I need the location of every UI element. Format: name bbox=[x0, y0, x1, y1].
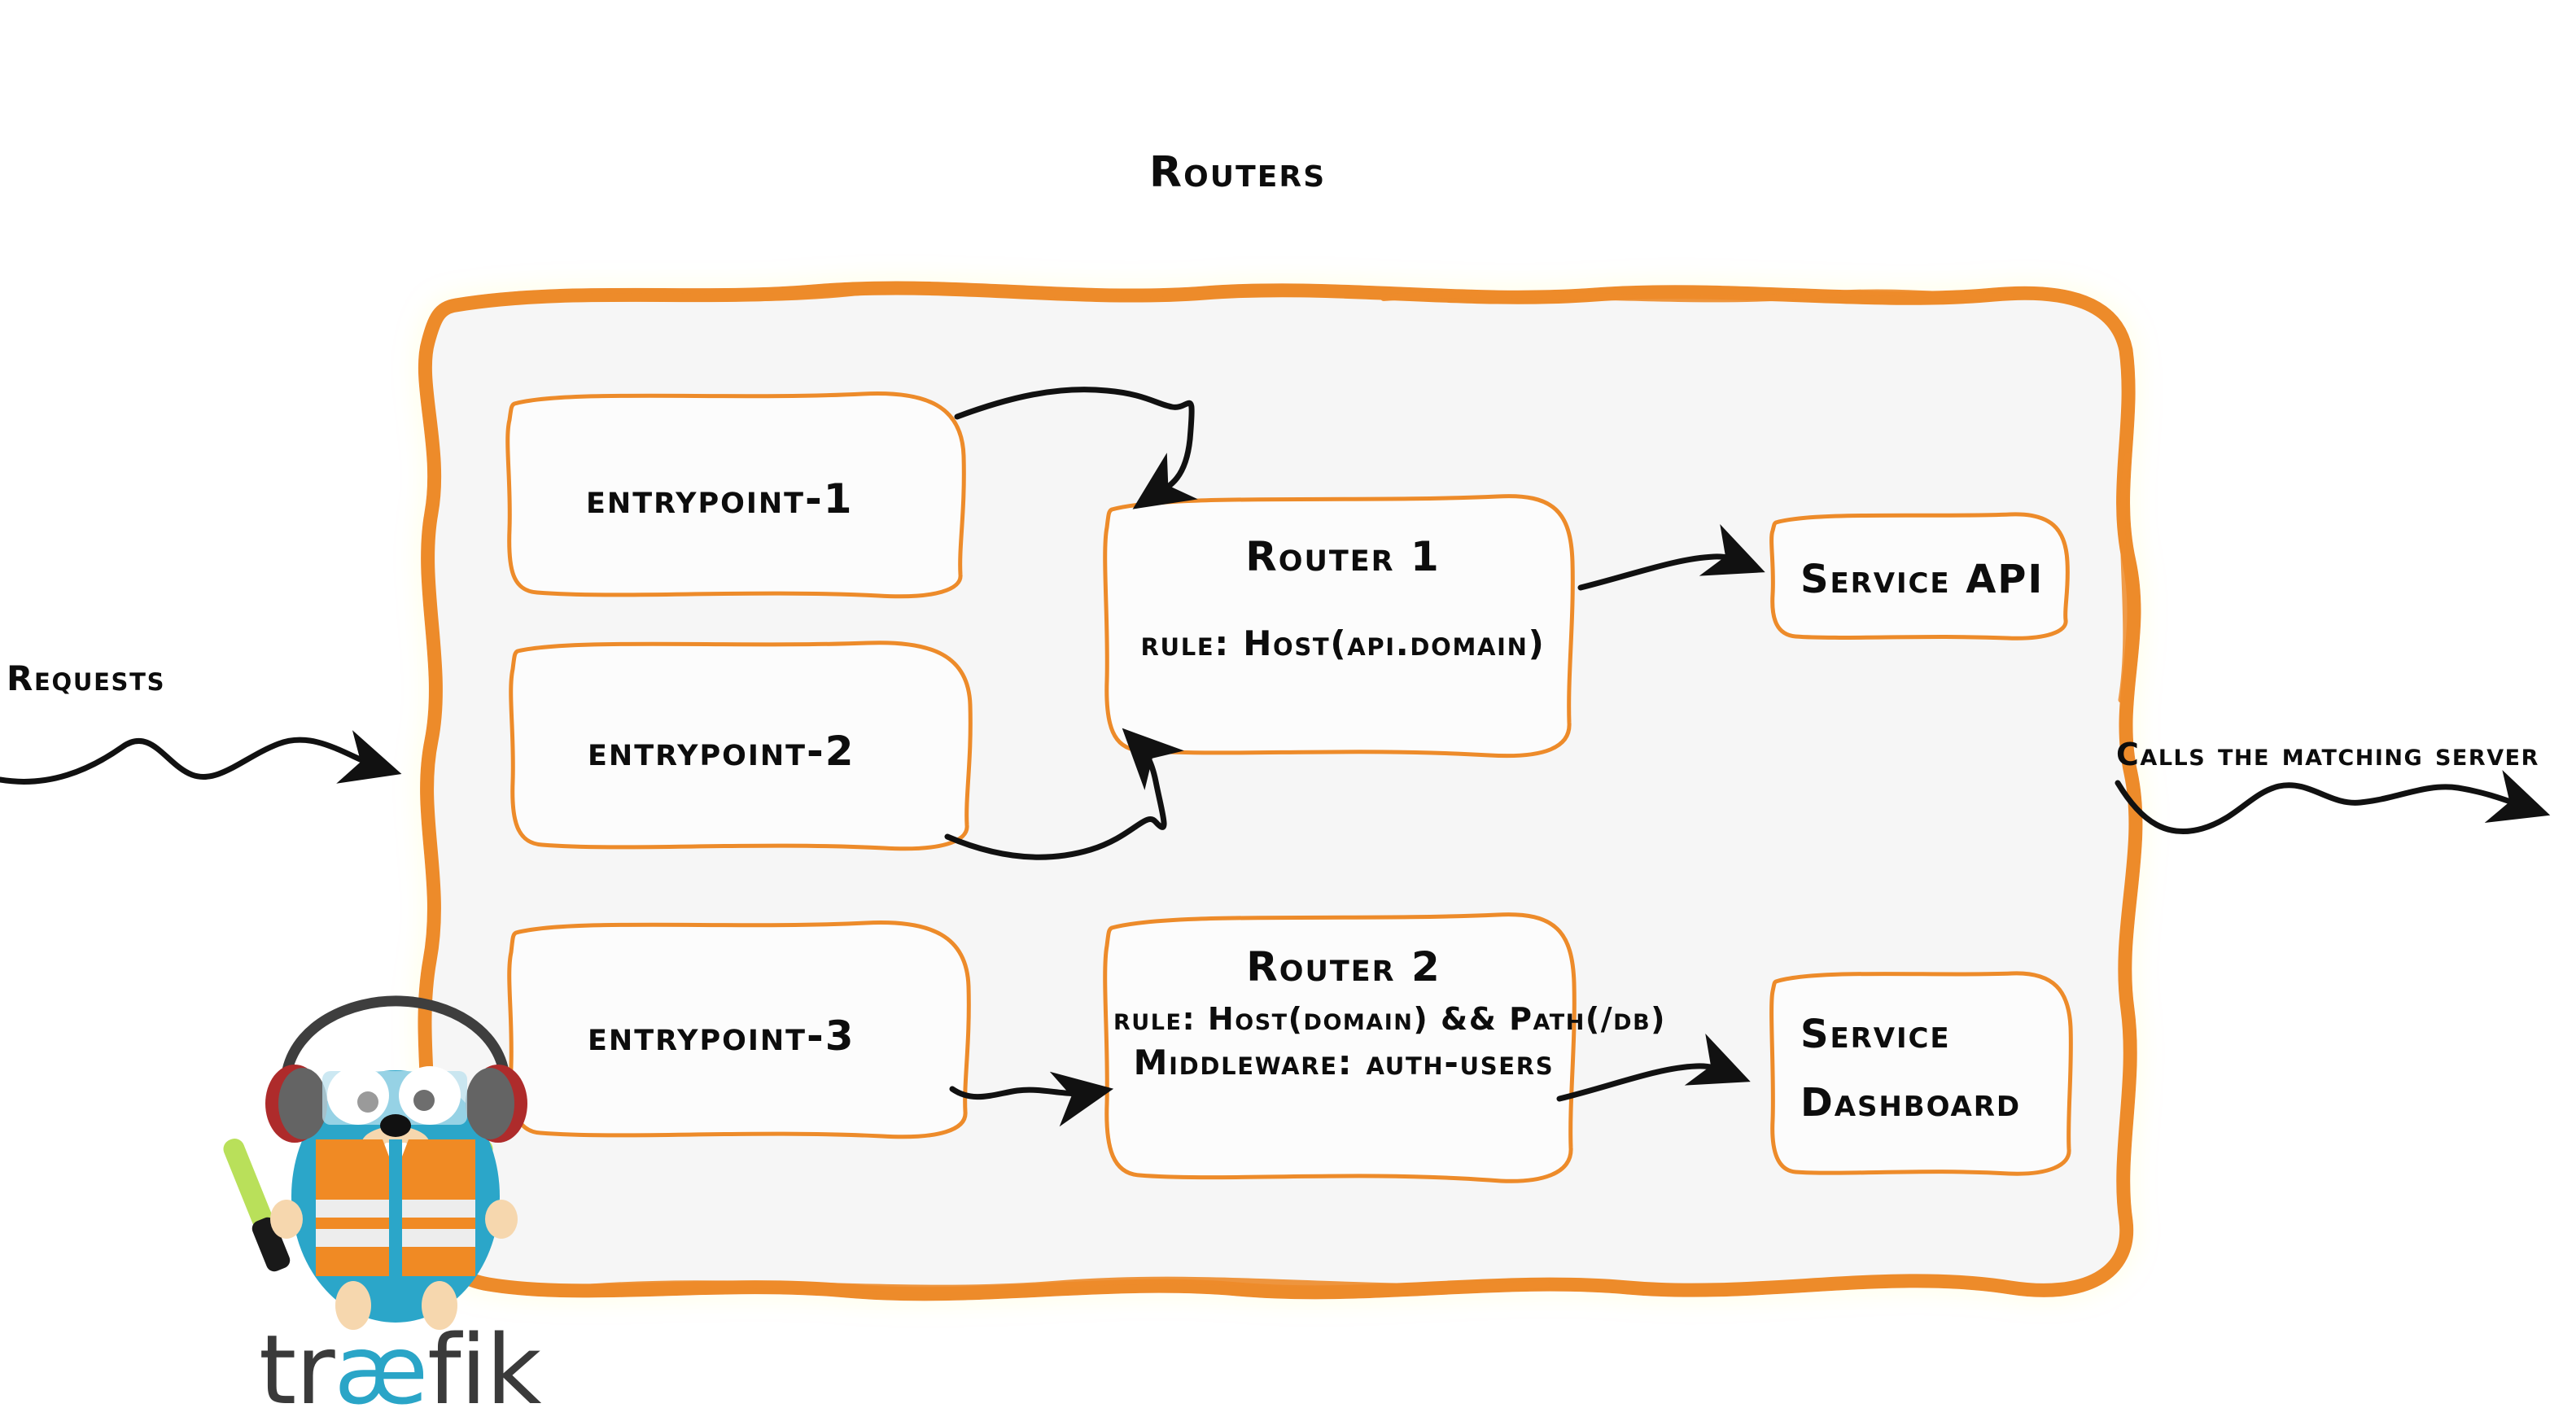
entrypoint-2-label: entrypoint-2 bbox=[588, 727, 855, 775]
router-1-rule-prefix: rule: bbox=[1140, 623, 1244, 663]
router-2-middleware: Middleware: auth-users bbox=[1113, 1045, 1574, 1081]
arrow-router1-to-service-api bbox=[1577, 523, 1765, 591]
gopher-hand-left bbox=[270, 1200, 303, 1239]
arrow-entrypoint1-to-router1 bbox=[954, 387, 1198, 509]
service-dashboard-label-line2: Dashboard bbox=[1800, 1080, 2022, 1126]
router-2-rule: rule: Host(domain) && Path(/db) bbox=[1113, 1000, 1665, 1037]
router-1-rule: rule: Host(api.domain) bbox=[1117, 623, 1569, 663]
safety-vest bbox=[316, 1139, 475, 1279]
router-1-title: Router 1 bbox=[1245, 533, 1441, 580]
requests-label: Requests bbox=[7, 658, 166, 698]
service-dashboard-label-line1: Service bbox=[1800, 1012, 1951, 1057]
entrypoint-1-label: entrypoint-1 bbox=[586, 474, 854, 523]
arrow-requests-in bbox=[0, 730, 402, 785]
headphone-band bbox=[281, 995, 510, 1082]
router-2-content: Router 2 rule: Host(domain) && Path(/db)… bbox=[1113, 934, 1665, 1178]
calls-the-matching-server-label: Calls the matching server bbox=[2116, 737, 2539, 772]
traefik-wordmark: træfik bbox=[259, 1314, 541, 1408]
gopher-eye-left bbox=[327, 1066, 389, 1125]
router-2-middleware-value: auth-users bbox=[1366, 1043, 1555, 1083]
router-2-rule-prefix: rule: bbox=[1113, 1000, 1208, 1037]
marshalling-wand-left bbox=[223, 1139, 291, 1272]
service-api-content: Service API bbox=[1800, 547, 2069, 612]
entrypoint-2-label-wrap: entrypoint-2 bbox=[588, 715, 929, 788]
gopher-muzzle bbox=[361, 1126, 430, 1162]
arrow-calls-out bbox=[2115, 769, 2551, 834]
arrow-entrypoint2-to-router1 bbox=[944, 728, 1184, 860]
entrypoint-3-label: entrypoint-3 bbox=[588, 1012, 855, 1060]
service-api-label: Service API bbox=[1800, 556, 2045, 602]
arrow-entrypoint3-to-router2 bbox=[949, 1071, 1114, 1127]
page-title: Routers bbox=[1149, 148, 1327, 197]
goggles bbox=[322, 1071, 467, 1125]
wordmark-prefix: tr bbox=[259, 1314, 335, 1408]
headphone-ear-right bbox=[466, 1065, 527, 1143]
gopher-tooth-left bbox=[384, 1143, 395, 1159]
arrow-router2-to-service-dashboard bbox=[1556, 1033, 1751, 1102]
router-2-middleware-prefix: Middleware: bbox=[1133, 1043, 1367, 1083]
traefik-gopher-icon bbox=[223, 995, 527, 1330]
router-2-rule-value: Host(domain) && Path(/db) bbox=[1207, 1000, 1667, 1037]
service-dashboard-content: Service Dashboard bbox=[1800, 998, 2069, 1161]
entrypoint-1-label-wrap: entrypoint-1 bbox=[586, 462, 928, 536]
headphone-ear-left bbox=[265, 1065, 327, 1143]
router-1-rule-value: Host(api.domain) bbox=[1243, 623, 1546, 663]
gopher-body bbox=[291, 1070, 500, 1323]
entrypoint-3-label-wrap: entrypoint-3 bbox=[588, 999, 929, 1073]
marshalling-wand-right bbox=[427, 1139, 493, 1272]
gopher-tooth-right bbox=[397, 1143, 408, 1159]
gopher-nose bbox=[380, 1114, 411, 1137]
gopher-eye-right bbox=[399, 1066, 461, 1125]
wordmark-ligature: æ bbox=[334, 1314, 428, 1408]
router-1-content: Router 1 rule: Host(api.domain) bbox=[1117, 521, 1569, 749]
wordmark-suffix: fik bbox=[427, 1314, 541, 1408]
gopher-hand-right bbox=[485, 1200, 518, 1239]
router-2-title: Router 2 bbox=[1246, 943, 1441, 990]
